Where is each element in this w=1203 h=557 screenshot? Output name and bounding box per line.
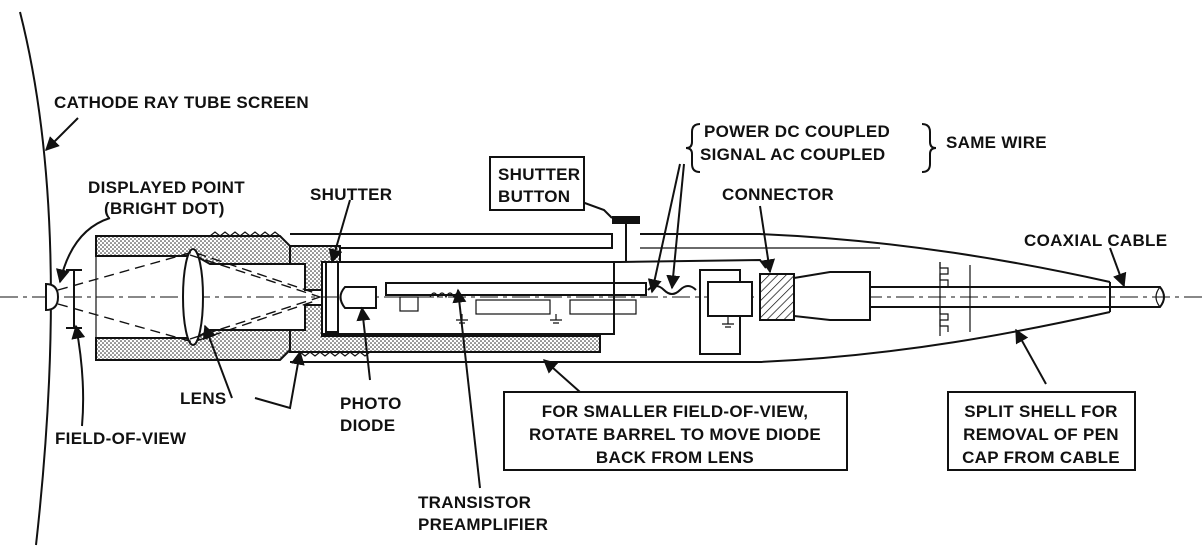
label-preamp-2: PREAMPLIFIER — [418, 515, 548, 534]
label-photo-diode-1: PHOTO — [340, 394, 402, 413]
leader-field-of-view — [71, 324, 86, 427]
label-split-shell-1: SPLIT SHELL FOR — [964, 402, 1117, 421]
ground-symbol-2 — [550, 314, 562, 324]
cable-end — [1155, 286, 1161, 308]
leader-lens-1 — [202, 324, 233, 399]
label-split-shell-2: REMOVAL OF PEN — [963, 425, 1119, 444]
bright-dot — [45, 282, 60, 312]
label-split-shell-3: CAP FROM CABLE — [962, 448, 1120, 467]
label-shutter-button-2: BUTTON — [498, 187, 570, 206]
threaded-barrel-top — [289, 245, 341, 291]
leader-connector — [759, 205, 776, 274]
shell-split-threads-bottom — [939, 308, 949, 332]
outer-shell-bottom — [290, 311, 1111, 363]
leader-displayed-point — [56, 217, 111, 284]
label-displayed-point-1: DISPLAYED POINT — [88, 178, 245, 197]
label-same-wire: SAME WIRE — [946, 133, 1047, 152]
shutter-button-box — [489, 156, 585, 211]
ground-symbol-3 — [722, 316, 734, 328]
label-lens: LENS — [180, 389, 227, 408]
thread-teeth-bottom — [299, 351, 371, 357]
leader-power-1 — [647, 163, 681, 294]
label-preamp-1: TRANSISTOR — [418, 493, 531, 512]
threaded-barrel-bottom — [289, 304, 601, 353]
label-smaller-fov-3: BACK FROM LENS — [596, 448, 754, 467]
brace-left — [685, 123, 701, 173]
leader-shutter-button — [581, 201, 613, 219]
shutter-button-cap — [612, 216, 640, 224]
label-signal-ac: SIGNAL AC COUPLED — [700, 145, 886, 164]
leader-crt-screen — [45, 117, 79, 151]
connector-ferrule — [793, 271, 871, 321]
leader-photo-diode — [356, 306, 371, 381]
split-shell-box — [947, 391, 1136, 471]
label-power-dc: POWER DC COUPLED — [704, 122, 890, 141]
connector-knurl — [759, 273, 795, 321]
preamp-circuit-board — [385, 282, 647, 296]
leader-coaxial-cable — [1109, 247, 1127, 288]
label-shutter: SHUTTER — [310, 185, 392, 204]
internal-wire — [330, 258, 767, 269]
label-field-of-view: FIELD-OF-VIEW — [55, 429, 187, 448]
label-smaller-fov-2: ROTATE BARREL TO MOVE DIODE — [529, 425, 821, 444]
leader-lens-2 — [254, 350, 305, 410]
leader-preamp — [452, 288, 481, 489]
leader-power-2 — [666, 163, 685, 290]
label-coaxial-cable: COAXIAL CABLE — [1024, 231, 1167, 250]
label-displayed-point-2: (BRIGHT DOT) — [104, 199, 225, 218]
thread-teeth-top — [209, 231, 281, 237]
crt-screen-curve — [19, 11, 52, 546]
light-ray-top — [57, 251, 319, 295]
outer-shell-top — [290, 233, 1111, 283]
label-smaller-fov-1: FOR SMALLER FIELD-OF-VIEW, — [542, 402, 809, 421]
connector-body — [707, 281, 753, 317]
photo-diode-body — [339, 286, 377, 309]
leader-shutter — [328, 199, 351, 264]
shell-split-threads-top — [939, 262, 949, 286]
leader-split-shell — [1015, 328, 1047, 385]
label-crt-screen: CATHODE RAY TUBE SCREEN — [54, 93, 309, 112]
brace-right — [921, 123, 937, 173]
preamp-component-2 — [475, 299, 551, 315]
light-ray-bottom — [57, 299, 319, 343]
leader-smaller-fov — [542, 359, 581, 393]
label-photo-diode-2: DIODE — [340, 416, 395, 435]
smaller-fov-box — [503, 391, 848, 471]
label-shutter-button-1: SHUTTER — [498, 165, 580, 184]
lens-element — [182, 248, 204, 346]
preamp-component-1 — [399, 296, 419, 312]
preamp-component-3 — [569, 299, 637, 315]
label-connector: CONNECTOR — [722, 185, 834, 204]
